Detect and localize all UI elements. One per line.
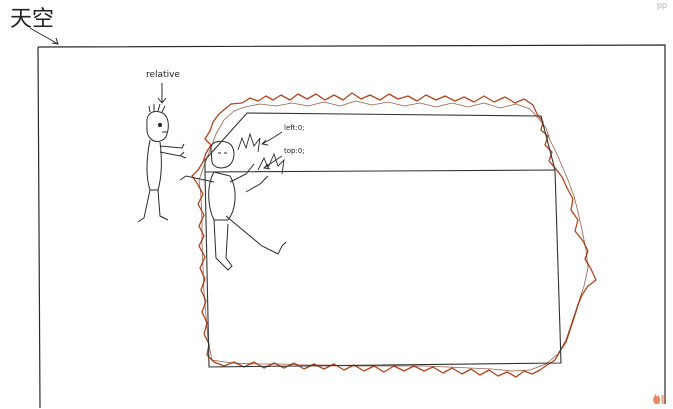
sky-arrow-head bbox=[51, 37, 59, 45]
left-arrow bbox=[261, 131, 283, 146]
outer-frame bbox=[37, 44, 666, 409]
top-label: top:0; bbox=[284, 147, 305, 155]
corner-mark: pp bbox=[656, 0, 667, 10]
flame-watermark-icon bbox=[653, 394, 666, 404]
sky-label: 天空 bbox=[10, 7, 54, 32]
box-front bbox=[204, 169, 562, 368]
fire-outline bbox=[191, 92, 597, 378]
fire-outline-inner bbox=[198, 100, 589, 372]
flame-flicks bbox=[237, 132, 285, 175]
left-label: left:0; bbox=[284, 124, 305, 132]
relative-label: relative bbox=[146, 70, 180, 80]
sky-arrow bbox=[29, 27, 59, 45]
absolute-figure bbox=[179, 140, 287, 271]
box-top-face bbox=[204, 112, 556, 171]
top-arrow bbox=[263, 155, 283, 170]
relative-arrow bbox=[157, 83, 167, 104]
relative-figure bbox=[137, 103, 187, 223]
